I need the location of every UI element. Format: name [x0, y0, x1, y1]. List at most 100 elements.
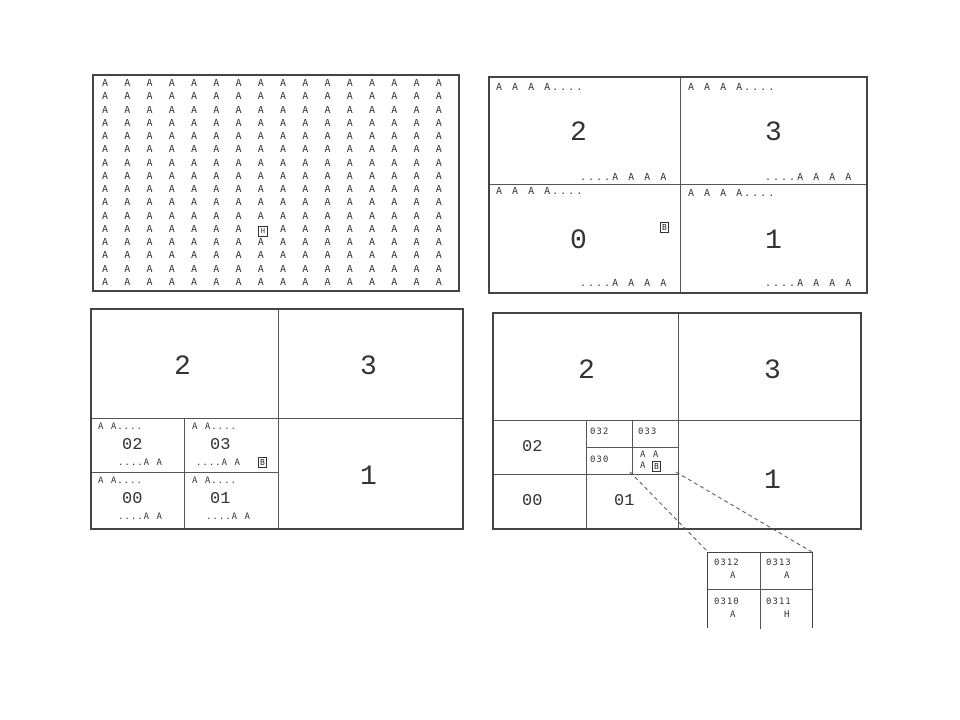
glyph-a: A [191, 170, 198, 182]
quadrant-3-label: 3 [765, 118, 782, 149]
glyph-a: A [302, 157, 309, 169]
glyph-a: A [324, 237, 331, 248]
glyph-a: A [102, 78, 109, 89]
glyph-a: A [213, 263, 220, 275]
glyph-a: A [146, 131, 153, 142]
glyph-a: A [346, 170, 353, 182]
glyph-a: A [391, 250, 398, 262]
marker-h: H [257, 225, 268, 237]
glyph-a: A [435, 184, 442, 195]
glyph-a: A [369, 184, 376, 195]
glyph-a: A [346, 104, 353, 116]
glyph-a: A [257, 210, 264, 222]
glyph-a: A [235, 250, 242, 262]
cell-0313-glyph: A [784, 571, 791, 581]
glyph-a: A [435, 237, 442, 248]
glyph-a: A [191, 263, 198, 275]
quadrant-3-label: 3 [360, 352, 377, 383]
glyph-a: A [346, 131, 353, 142]
glyph-a: A [191, 250, 198, 262]
glyph-a: A [435, 263, 442, 275]
glyph-a: A [146, 223, 153, 235]
glyph-a: A [369, 117, 376, 129]
glyph-a: A [191, 223, 198, 235]
glyph-a: A [102, 184, 109, 195]
marker-b: B [652, 461, 661, 472]
glyph-a: A [168, 250, 175, 262]
run-bottom-02: ....A A [118, 458, 163, 468]
glyph-a: A [435, 210, 442, 222]
glyph-a: A [257, 237, 264, 248]
glyph-a: A [391, 184, 398, 195]
glyph-a: A [413, 250, 420, 262]
glyph-a: A [302, 184, 309, 195]
glyph-a: A [213, 144, 220, 156]
glyph-a: A [413, 170, 420, 182]
cell-0311-glyph: H [784, 610, 791, 620]
glyph-a: A [235, 104, 242, 116]
glyph-a: A [302, 263, 309, 275]
glyph-a: A [257, 276, 264, 288]
quadrant-2-label: 2 [578, 356, 595, 387]
glyph-a: A [391, 237, 398, 248]
glyph-a: A [413, 157, 420, 169]
glyph-a: A [257, 131, 264, 142]
subquadrant-01-label: 01 [614, 492, 635, 511]
glyph-a: A [213, 91, 220, 103]
glyph-a: A [213, 210, 220, 222]
glyph-a: A [213, 276, 220, 288]
glyph-a: A [413, 210, 420, 222]
glyph-a: A [235, 117, 242, 129]
glyph-a: A [369, 197, 376, 209]
glyph-a: A [124, 263, 131, 275]
glyph-a: A [235, 157, 242, 169]
cell-030-label: 030 [590, 455, 610, 465]
glyph-a: A [324, 91, 331, 103]
quadrant-2-label: 2 [570, 118, 587, 149]
glyph-a: A [124, 250, 131, 262]
cell-0312-label: 0312 [714, 558, 740, 568]
quadrant-0-label: 0 [570, 226, 587, 257]
glyph-a: A [391, 197, 398, 209]
glyph-a: A [124, 157, 131, 169]
glyph-a: A [168, 91, 175, 103]
glyph-a: A [124, 91, 131, 103]
glyph-a: A [391, 276, 398, 288]
glyph-a: A [213, 78, 220, 89]
glyph-a: A [280, 263, 287, 275]
glyph-a: A [391, 131, 398, 142]
zoom-cell-031: 0312 A 0313 A 0310 A 0311 H [707, 552, 813, 629]
glyph-a: A [102, 250, 109, 262]
run-bottom-00: ....A A [118, 512, 163, 522]
glyph-a: A [235, 223, 242, 235]
glyph-a: A [324, 78, 331, 89]
glyph-a: A [146, 263, 153, 275]
cell-0312-glyph: A [730, 571, 737, 581]
glyph-a: A [302, 117, 309, 129]
glyph-a: A [324, 184, 331, 195]
glyph-a: A [257, 184, 264, 195]
glyph-a: A [324, 170, 331, 182]
glyph-a: A [124, 223, 131, 235]
quadrant-1-label: 1 [764, 466, 781, 497]
glyph-a: A [124, 197, 131, 209]
glyph-a: A [191, 104, 198, 116]
panel-deep-subdivision: 2 3 1 02 00 01 032 033 030 A A A B [492, 312, 862, 530]
glyph-a: A [168, 263, 175, 275]
run-bottom-q2: ....A A A A [580, 172, 669, 183]
glyph-a: A [324, 223, 331, 235]
glyph-a: A [324, 210, 331, 222]
glyph-a: A [369, 78, 376, 89]
glyph-a: A [235, 184, 242, 195]
quadrant-3-label: 3 [764, 356, 781, 387]
glyph-a: A [391, 91, 398, 103]
glyph-a: A [124, 184, 131, 195]
glyph-a: A [391, 157, 398, 169]
glyph-a: A [435, 91, 442, 103]
glyph-a: A [369, 276, 376, 288]
glyph-a: A [168, 276, 175, 288]
glyph-a: A [102, 276, 109, 288]
glyph-a: A [324, 117, 331, 129]
glyph-a: A [235, 197, 242, 209]
quadrant-1-label: 1 [765, 226, 782, 257]
